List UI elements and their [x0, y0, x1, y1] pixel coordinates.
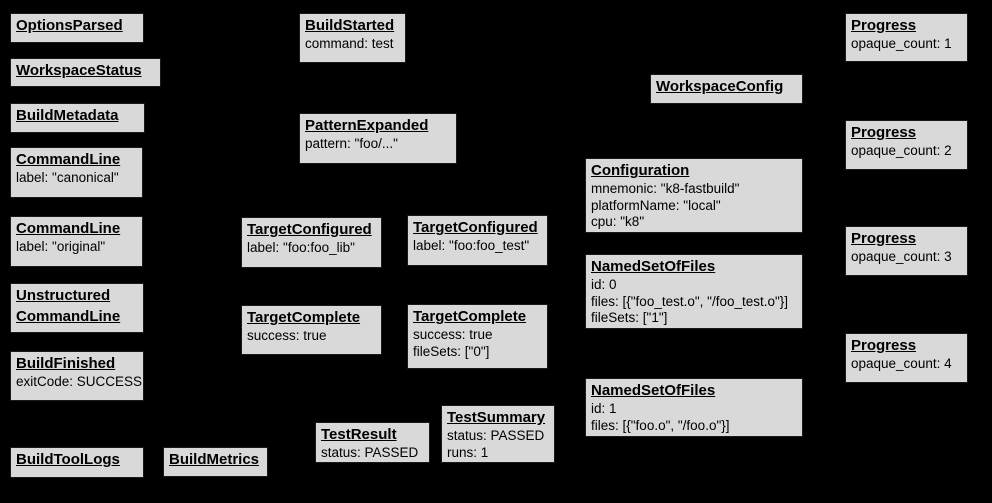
event-box-progress-4: Progress opaque_count: 4: [845, 333, 968, 383]
event-box-test-result: TestResult status: PASSED: [315, 422, 430, 463]
event-title: CommandLine: [16, 220, 121, 237]
event-field: label: "original": [16, 239, 106, 254]
event-box-workspace-status: WorkspaceStatus: [10, 58, 161, 87]
event-title: Progress: [851, 230, 917, 247]
event-title: OptionsParsed: [16, 17, 123, 34]
event-title: BuildFinished: [16, 355, 116, 372]
event-box-workspace-config: WorkspaceConfig: [650, 74, 803, 104]
event-box-build-metrics: BuildMetrics: [163, 447, 268, 477]
event-field: fileSets: ["1"]: [591, 310, 668, 325]
event-field: label: "foo:foo_lib": [247, 240, 355, 255]
event-title: TestSummary: [447, 409, 546, 426]
event-box-command-line-canonical: CommandLine label: "canonical": [10, 147, 143, 198]
event-field: pattern: "foo/...": [305, 136, 398, 151]
event-title: Progress: [851, 17, 917, 34]
event-box-target-configured-foo-test: TargetConfigured label: "foo:foo_test": [407, 215, 548, 266]
event-box-named-set-of-files-1: NamedSetOfFiles id: 1 files: [{"foo.o", …: [585, 378, 803, 437]
event-box-target-complete-foo-lib: TargetComplete success: true: [241, 305, 382, 355]
event-title: BuildStarted: [305, 17, 395, 34]
event-box-pattern-expanded: PatternExpanded pattern: "foo/...": [299, 113, 457, 164]
event-field: command: test: [305, 36, 394, 51]
event-field: files: [{"foo.o", "/foo.o"}]: [591, 417, 730, 433]
event-title: TargetComplete: [247, 309, 361, 326]
event-box-unstructured-command-line: Unstructured CommandLine: [10, 283, 144, 333]
event-field: opaque_count: 2: [851, 143, 952, 158]
event-field: fileSets: ["0"]: [413, 343, 490, 359]
event-field: exitCode: SUCCESS: [16, 374, 143, 389]
event-field: label: "canonical": [16, 170, 119, 185]
event-title: Progress: [851, 124, 917, 141]
event-title: Progress: [851, 337, 917, 354]
event-title: BuildMetadata: [16, 107, 119, 124]
event-box-target-complete-foo-test: TargetComplete success: true fileSets: […: [407, 304, 548, 369]
event-box-build-metadata: BuildMetadata: [10, 103, 145, 133]
event-box-build-started: BuildStarted command: test: [299, 13, 406, 63]
event-field: status: PASSED: [321, 445, 419, 460]
event-field: files: [{"foo_test.o", "/foo_test.o"}]: [591, 293, 789, 309]
event-box-target-configured-foo-lib: TargetConfigured label: "foo:foo_lib": [241, 217, 382, 268]
event-box-options-parsed: OptionsParsed: [10, 13, 144, 43]
event-title: NamedSetOfFiles: [591, 382, 716, 399]
event-box-configuration: Configuration mnemonic: "k8-fastbuild" p…: [585, 158, 803, 233]
event-title: Configuration: [591, 162, 690, 179]
event-title: TestResult: [321, 426, 397, 443]
event-box-build-tool-logs: BuildToolLogs: [10, 447, 144, 478]
event-title: WorkspaceStatus: [16, 62, 142, 79]
event-field: mnemonic: "k8-fastbuild": [591, 181, 740, 196]
event-box-test-summary: TestSummary status: PASSED runs: 1: [441, 405, 555, 463]
event-box-named-set-of-files-0: NamedSetOfFiles id: 0 files: [{"foo_test…: [585, 254, 803, 329]
event-field: id: 0: [591, 277, 617, 292]
event-field: status: PASSED: [447, 428, 545, 443]
event-field: opaque_count: 1: [851, 36, 952, 51]
event-title: BuildMetrics: [169, 451, 260, 468]
event-field: opaque_count: 4: [851, 356, 952, 371]
event-title: TargetConfigured: [247, 221, 372, 238]
event-title: Unstructured CommandLine: [16, 287, 121, 325]
event-field: runs: 1: [447, 444, 489, 460]
event-title: TargetConfigured: [413, 219, 538, 236]
event-field: id: 1: [591, 401, 617, 416]
event-title: CommandLine: [16, 151, 121, 168]
event-title: PatternExpanded: [305, 117, 429, 134]
event-box-progress-3: Progress opaque_count: 3: [845, 226, 968, 276]
event-field: success: true: [413, 327, 493, 342]
event-box-progress-2: Progress opaque_count: 2: [845, 120, 968, 170]
event-title: NamedSetOfFiles: [591, 258, 716, 275]
event-title: BuildToolLogs: [16, 451, 120, 468]
event-title: WorkspaceConfig: [656, 78, 784, 95]
event-box-command-line-original: CommandLine label: "original": [10, 216, 143, 267]
event-box-build-finished: BuildFinished exitCode: SUCCESS: [10, 351, 144, 401]
event-field: label: "foo:foo_test": [413, 238, 530, 253]
event-box-progress-1: Progress opaque_count: 1: [845, 13, 968, 62]
event-title: TargetComplete: [413, 308, 527, 325]
event-field: cpu: "k8": [591, 214, 645, 229]
event-field: platformName: "local": [591, 197, 721, 213]
event-field: opaque_count: 3: [851, 249, 952, 264]
event-field: success: true: [247, 328, 327, 343]
